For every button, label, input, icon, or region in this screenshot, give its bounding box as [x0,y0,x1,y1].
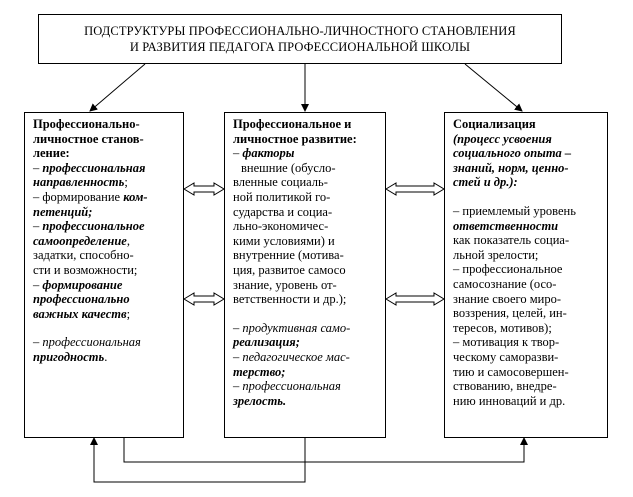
left-heading-2: личностное станов- [33,131,144,146]
left-item: самоопределение, [33,233,130,248]
right-line: воззрения, целей, ин- [453,306,567,321]
mid-line: знание, уровень от- [233,277,337,292]
left-item: – профессиональная [33,160,146,175]
double-arrow-middle-right-lower [385,292,445,306]
title-box: ПОДСТРУКТУРЫ ПРОФЕССИОНАЛЬНО-ЛИЧНОСТНОГО… [38,14,562,64]
mid-tail: – педагогическое мас- [233,349,350,364]
right-line: как показатель социа- [453,233,570,248]
feedback-line-outer [90,437,306,483]
arrow-top-to-right [464,63,523,112]
mid-line: внешние (обусло- [241,160,336,175]
arrow-top-to-left [89,63,146,112]
mid-factors-label: – факторы [233,146,295,161]
left-item: сти и возможности; [33,262,138,277]
left-item: профессионально [33,292,130,307]
left-item: – формирование [33,277,123,292]
right-line: знание своего миро- [453,291,561,306]
mid-line: льно-экономичес- [233,219,329,234]
title-line-1: ПОДСТРУКТУРЫ ПРОФЕССИОНАЛЬНО-ЛИЧНОСТНОГО… [84,24,516,38]
double-arrow-middle-right-upper [385,182,445,196]
right-line: самосознание (осо- [453,276,557,291]
right-line: ответственности [453,218,559,233]
left-heading-3: ление: [33,146,70,161]
right-subheading: (процесс усвоения [453,131,552,146]
mid-line: внутренние (мотива- [233,248,344,263]
right-line: тию и самосовершен- [453,364,569,379]
right-line: нию инноваций и др. [453,393,566,408]
right-subheading: социального опыта – [453,146,572,161]
mid-line: кими условиями) и [233,233,335,248]
right-line: ческому саморазви- [453,349,559,364]
left-heading-1: Профессионально- [33,117,140,131]
mid-line: ной политикой го- [233,189,331,204]
left-item: петенций; [33,204,93,219]
left-item: – формирование ком- [33,189,148,204]
mid-heading-2: личностное развитие: [233,131,357,146]
column-socialization: Социализация (процесс усвоения социально… [444,112,608,438]
left-item: направленность; [33,175,128,190]
mid-heading-1: Профессиональное и [233,117,352,131]
right-line: – профессиональное [453,262,563,277]
mid-tail: реализация; [233,335,300,350]
left-item: – профессиональное [33,219,145,234]
right-subheading: знаний, норм, ценно- [453,160,569,175]
mid-tail: – профессиональная [233,379,341,394]
right-line: тересов, мотивов); [453,320,552,335]
mid-tail: зрелость. [233,393,287,408]
mid-line: ветственности и др.); [233,292,347,307]
right-heading: Социализация [453,117,536,131]
column-professional-personal-development: Профессиональное и личностное развитие: … [224,112,386,438]
right-line: – приемлемый уровень [453,203,576,218]
column-professional-personal-formation: Профессионально- личностное станов- лени… [24,112,184,438]
right-subheading: стей и др.): [453,175,518,190]
feedback-line-right [305,465,610,482]
left-item: – профессиональная [33,335,141,350]
double-arrow-left-middle-upper [183,182,225,196]
left-item: задатки, способно- [33,248,134,263]
left-item: пригодность. [33,349,108,364]
mid-line: сударства и социа- [233,204,333,219]
mid-line: ция, развитое самосо [233,262,346,277]
mid-tail: – продуктивная само- [233,320,351,335]
double-arrow-left-middle-lower [183,292,225,306]
right-line: – мотивация к твор- [453,335,560,350]
mid-line: вленные социаль- [233,175,328,190]
right-line: льной зрелости; [453,247,539,262]
left-item: важных качеств; [33,306,131,321]
mid-tail: терство; [233,364,286,379]
title-line-2: И РАЗВИТИЯ ПЕДАГОГА ПРОФЕССИОНАЛЬНОЙ ШКО… [129,40,471,54]
right-line: ствованию, внедре- [453,379,557,394]
feedback-line-inner [123,437,528,463]
